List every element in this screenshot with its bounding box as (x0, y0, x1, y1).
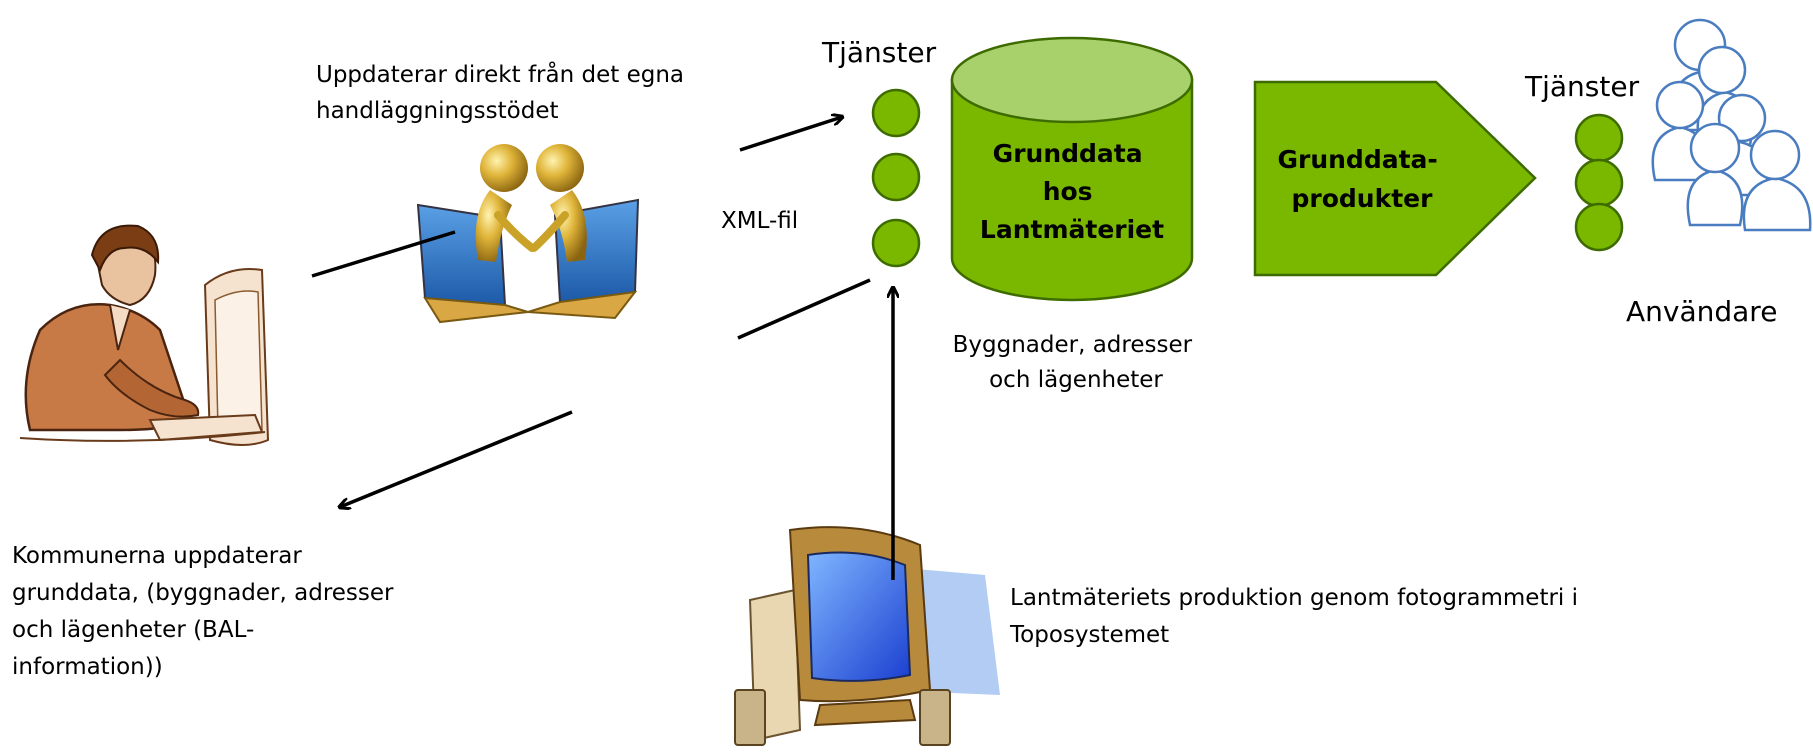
services-right-circles (1574, 113, 1624, 252)
municipalities-text: Kommunerna uppdaterar grunddata, (byggna… (12, 543, 401, 680)
xml-file-label: XML-fil (721, 208, 798, 234)
arrow-back-to-municipality (340, 410, 573, 507)
services-right-label: Tjänster (1524, 70, 1640, 103)
user-group-icon (1651, 18, 1812, 232)
services-left-circles (871, 88, 921, 268)
desktop-computer-icon (734, 526, 1000, 746)
database-caption: Byggnader, adresser och lägenheter (953, 332, 1200, 393)
production-text: Lantmäteriets produktion genom fotogramm… (1009, 585, 1585, 648)
service-circle (1574, 113, 1624, 163)
golden-figures-handshake-laptops-icon (416, 144, 640, 324)
service-circle (871, 218, 921, 268)
service-circle (871, 88, 921, 138)
database-cylinder (950, 36, 1194, 302)
service-circle (1574, 158, 1624, 208)
line-handshake-to-services (737, 278, 871, 340)
services-left-label: Tjänster (821, 36, 937, 69)
users-label: Användare (1626, 295, 1777, 328)
service-circle (871, 152, 921, 202)
database-label: Grunddata hos Lantmäteriet (980, 139, 1164, 244)
arrow-to-services (739, 117, 842, 152)
products-label: Grunddata- produkter (1277, 145, 1446, 213)
person-at-computer-icon (19, 224, 270, 446)
line-clerk-to-handshake (311, 230, 456, 278)
service-circle (1574, 202, 1624, 252)
update-direct-text: Uppdaterar direkt från det egna handlägg… (316, 60, 691, 124)
products-arrow-shape (1253, 80, 1537, 277)
